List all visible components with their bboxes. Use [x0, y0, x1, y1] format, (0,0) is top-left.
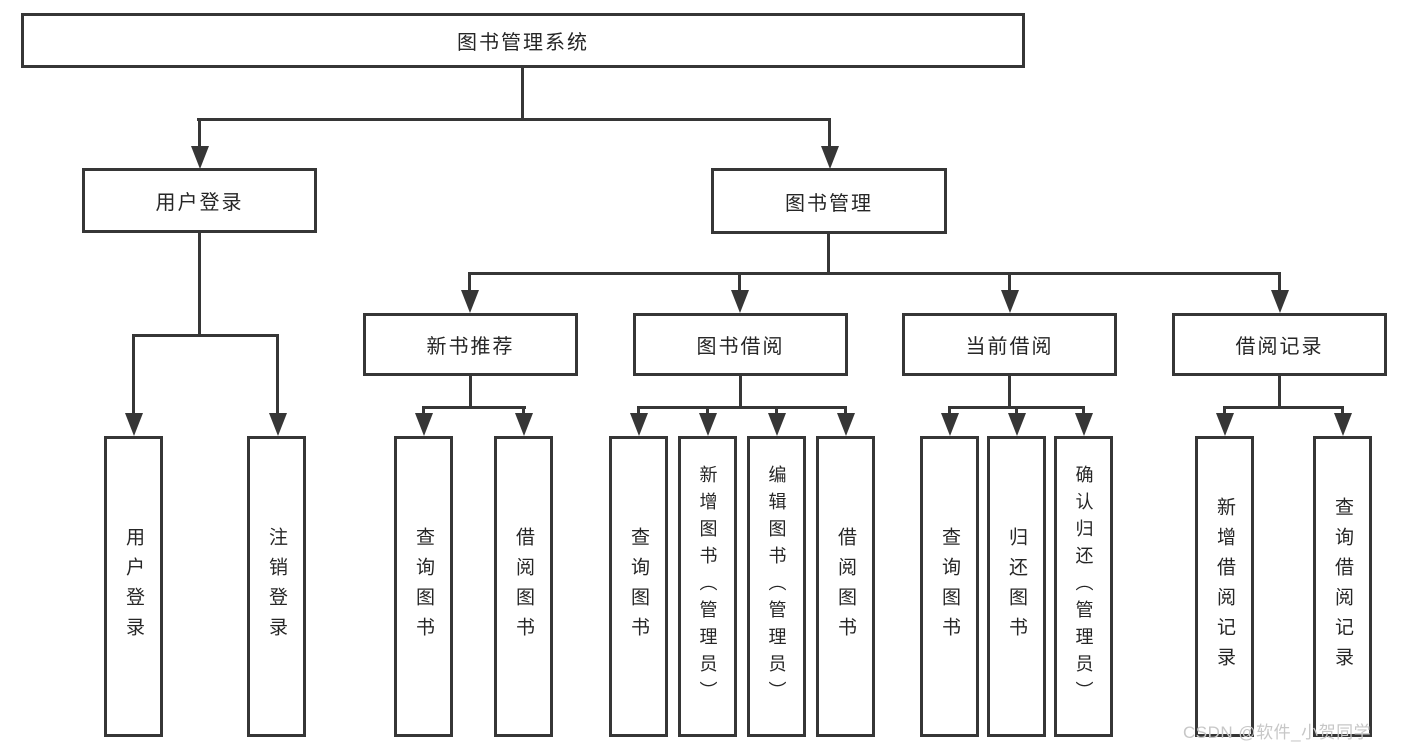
node-label: 注销登录 — [266, 526, 287, 647]
leaf-query-book-2: 查询图书 — [609, 436, 668, 737]
node-label: 新增图书（管理员） — [697, 465, 718, 708]
arrow-down-icon — [1341, 406, 1344, 413]
arrow-down-icon — [522, 406, 525, 413]
node-label: 查询借阅记录 — [1332, 496, 1353, 677]
arrow-down-icon — [948, 406, 951, 413]
node-root: 图书管理系统 — [21, 13, 1025, 68]
connector-line — [1008, 376, 1011, 408]
node-label: 当前借阅 — [965, 336, 1054, 358]
node-book-borrow: 图书借阅 — [633, 313, 848, 376]
node-label: 查询图书 — [939, 526, 960, 647]
node-new-book-recommend: 新书推荐 — [363, 313, 578, 376]
arrow-down-icon — [1278, 272, 1281, 290]
leaf-confirm-return-admin: 确认归还（管理员） — [1054, 436, 1113, 737]
node-label: 借阅图书 — [513, 526, 534, 647]
leaf-user-login: 用户登录 — [104, 436, 163, 737]
leaf-edit-book-admin: 编辑图书（管理员） — [747, 436, 806, 737]
connector-line — [739, 376, 742, 408]
node-label: 借阅记录 — [1235, 336, 1324, 358]
arrow-down-icon — [1223, 406, 1226, 413]
leaf-query-book-3: 查询图书 — [920, 436, 979, 737]
connector-line — [827, 234, 830, 274]
node-label: 新书推荐 — [426, 336, 515, 358]
node-user-login: 用户登录 — [82, 168, 317, 233]
leaf-query-borrow-record: 查询借阅记录 — [1313, 436, 1372, 737]
arrow-down-icon — [738, 272, 741, 290]
connector-line — [637, 406, 847, 409]
arrow-down-icon — [828, 118, 831, 146]
node-borrow-records: 借阅记录 — [1172, 313, 1387, 376]
leaf-return-book: 归还图书 — [987, 436, 1046, 737]
arrow-down-icon — [706, 406, 709, 413]
arrow-down-icon — [468, 272, 471, 290]
connector-line — [197, 118, 831, 121]
node-label: 编辑图书（管理员） — [766, 465, 787, 708]
leaf-borrow-book-2: 借阅图书 — [816, 436, 875, 737]
arrow-down-icon — [276, 334, 279, 413]
connector-line — [422, 406, 526, 409]
connector-line — [521, 68, 524, 118]
leaf-add-book-admin: 新增图书（管理员） — [678, 436, 737, 737]
connector-line — [468, 272, 1281, 275]
node-current-borrow: 当前借阅 — [902, 313, 1117, 376]
node-label: 新增借阅记录 — [1214, 496, 1235, 677]
node-label: 图书管理系统 — [457, 32, 589, 54]
node-label: 用户登录 — [155, 192, 244, 214]
arrow-down-icon — [198, 118, 201, 146]
connector-line — [1278, 376, 1281, 408]
leaf-query-book-1: 查询图书 — [394, 436, 453, 737]
connector-line — [1223, 406, 1344, 409]
node-label: 查询图书 — [413, 526, 434, 647]
arrow-down-icon — [1082, 406, 1085, 413]
leaf-borrow-book-1: 借阅图书 — [494, 436, 553, 737]
node-label: 确认归还（管理员） — [1073, 465, 1094, 708]
node-label: 图书管理 — [785, 192, 873, 215]
arrow-down-icon — [844, 406, 847, 413]
arrow-down-icon — [132, 334, 135, 413]
arrow-down-icon — [422, 406, 425, 413]
node-label: 图书借阅 — [696, 336, 785, 358]
node-label: 查询图书 — [628, 526, 649, 647]
arrow-down-icon — [637, 406, 640, 413]
arrow-down-icon — [1015, 406, 1018, 413]
node-label: 归还图书 — [1006, 526, 1027, 647]
arrow-down-icon — [1008, 272, 1011, 290]
connector-line — [132, 334, 279, 337]
node-label: 用户登录 — [123, 526, 144, 647]
csdn-watermark: CSDN @软件_小贺同学 — [1183, 723, 1372, 742]
connector-line — [198, 233, 201, 336]
arrow-down-icon — [775, 406, 778, 413]
connector-line — [469, 376, 472, 408]
leaf-add-borrow-record: 新增借阅记录 — [1195, 436, 1254, 737]
node-book-management: 图书管理 — [711, 168, 947, 234]
node-label: 借阅图书 — [835, 526, 856, 647]
leaf-logout: 注销登录 — [247, 436, 306, 737]
